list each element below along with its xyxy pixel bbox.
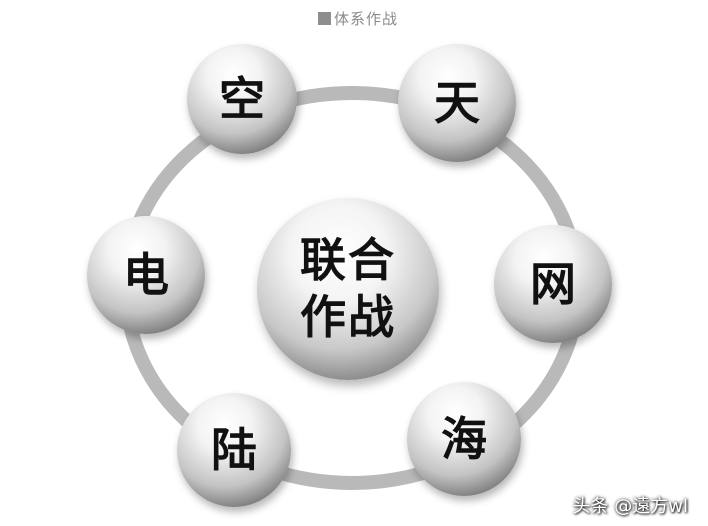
node-label: 空 bbox=[219, 72, 265, 126]
legend: 体系作战 bbox=[318, 8, 398, 29]
node-space: 空 bbox=[187, 44, 297, 154]
watermark: 头条 @遠方wl bbox=[572, 496, 688, 517]
node-label: 电 bbox=[123, 248, 169, 302]
legend-label: 体系作战 bbox=[334, 10, 399, 28]
center-joint-combat: 联合 作战 bbox=[257, 198, 439, 380]
node-electronic: 电 bbox=[87, 216, 205, 334]
center-label-line2: 作战 bbox=[300, 290, 396, 344]
node-label: 海 bbox=[441, 412, 487, 466]
node-label: 陆 bbox=[211, 423, 257, 477]
node-network: 网 bbox=[494, 225, 612, 343]
node-label: 网 bbox=[530, 257, 576, 311]
center-label-line1: 联合 bbox=[300, 232, 396, 287]
node-sea: 海 bbox=[407, 382, 521, 496]
node-land: 陆 bbox=[177, 393, 291, 507]
legend-swatch bbox=[318, 12, 331, 25]
node-label: 天 bbox=[434, 76, 480, 130]
node-sky: 天 bbox=[398, 44, 516, 162]
